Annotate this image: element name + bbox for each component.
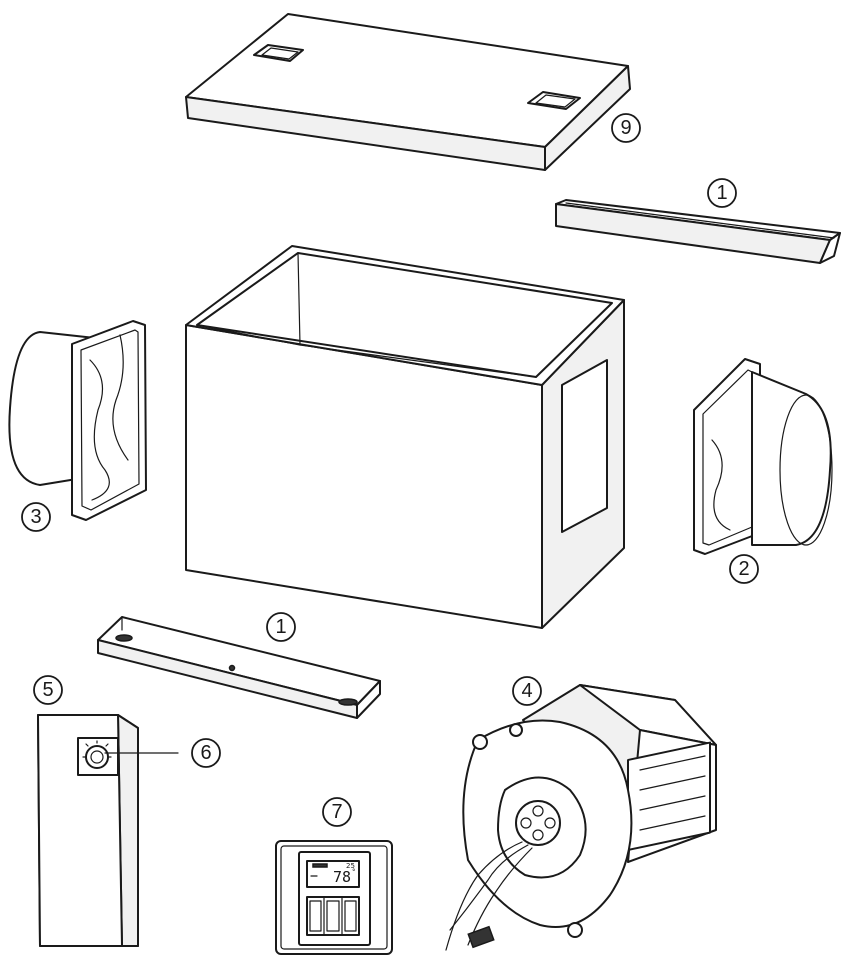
mount-tab-3: [567, 922, 583, 938]
wire-connector: [467, 925, 495, 949]
lid-latch-right: [527, 91, 581, 110]
callout-label-1-top: 1: [716, 182, 727, 204]
callout-9: 9: [611, 113, 641, 143]
callout-label-1-bottom: 1: [275, 616, 286, 638]
callout-label-6: 6: [200, 742, 211, 764]
control-box: [37, 714, 179, 947]
callout-1-top: 1: [707, 178, 737, 208]
mount-tab-2: [509, 723, 523, 737]
display-temperature: 78: [333, 868, 351, 886]
duct-collar-right: [693, 358, 833, 555]
lid-latch-left: [253, 44, 304, 62]
duct-collar-left: [8, 320, 147, 521]
control-dial-plate: [77, 737, 119, 776]
bracket-hole-center: [228, 664, 236, 672]
blower-fan: [445, 684, 717, 951]
mounting-bracket-bottom: [97, 616, 381, 719]
bracket-slot-right: [338, 698, 358, 706]
thermostat-button-middle[interactable]: [326, 900, 340, 932]
callout-7: 7: [322, 797, 352, 827]
callout-4: 4: [512, 676, 542, 706]
side-access-window: [561, 359, 608, 533]
callout-5: 5: [33, 675, 63, 705]
mount-tab-1: [472, 734, 488, 750]
main-housing-box: [185, 245, 625, 629]
mounting-bracket-top: [555, 199, 841, 264]
callout-1-bottom: 1: [266, 612, 296, 642]
lid-panel: [185, 13, 631, 171]
callout-label-5: 5: [42, 679, 53, 701]
bracket-slot-left: [115, 634, 133, 642]
callout-label-3: 3: [30, 506, 41, 528]
wall-thermostat: 78 ° 25: [275, 840, 393, 955]
display-mode-bar: [312, 863, 328, 868]
fan-wire-harness: [445, 841, 533, 951]
callout-2: 2: [729, 554, 759, 584]
callout-label-9: 9: [620, 117, 631, 139]
callout-3: 3: [21, 502, 51, 532]
thermostat-button-left[interactable]: [309, 900, 322, 932]
display-unit: °: [352, 868, 356, 876]
callout-label-2: 2: [738, 558, 749, 580]
thermostat-button-right[interactable]: [344, 900, 357, 932]
thermostat-buttons: [306, 896, 360, 936]
callout-label-4: 4: [521, 680, 532, 702]
callout-6: 6: [191, 738, 221, 768]
callout-label-7: 7: [331, 801, 342, 823]
control-dial-knob: [85, 745, 109, 769]
display-setpoint: 25: [346, 862, 355, 870]
fan-motor-hub: [515, 800, 561, 846]
